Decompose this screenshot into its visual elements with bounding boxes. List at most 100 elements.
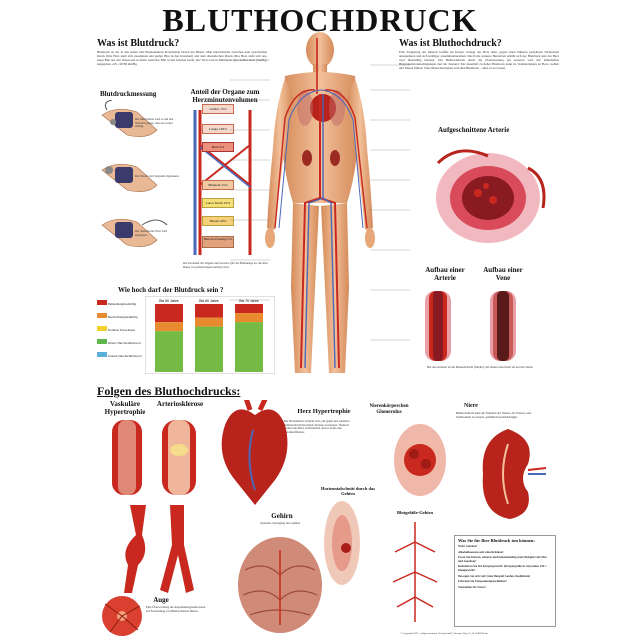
bp-limit-heading: Wie hoch darf der Blutdruck sein ? [118, 286, 224, 294]
eye-heading: Auge [153, 596, 169, 604]
chart-category-label: Bis 70 Jahre [239, 299, 259, 303]
body-label-lines [230, 59, 410, 341]
kidney-organ-icon [482, 429, 530, 519]
brain-vessels-illustration [392, 522, 438, 622]
horizontal-section-illustration [324, 501, 360, 585]
chart-bar-1-0 [195, 304, 223, 318]
measurement-note-3: Der diastolische Wert wird abgelesen. [135, 229, 168, 237]
cut-artery-heading: Aufgeschnittene Arterie [438, 126, 510, 134]
left-leg-icon [291, 203, 319, 373]
bp-legend: Behandlungsbedürftig Beobachtungsbedürft… [97, 300, 145, 358]
what-is-blood-pressure-text: Blutdruck ist der in den Adern und Herzk… [97, 50, 267, 66]
kidney-heading: Niere [464, 403, 478, 409]
brain-vessels-heading: Blutgefäße-Gehirn [397, 510, 433, 515]
organ-box-muscles: Muskeln 15% [202, 180, 234, 190]
chart-bar-2-0 [235, 304, 263, 314]
organ-box-skin: Haut und Sonstige 5% [202, 236, 234, 248]
bp-chart: Bis 50 Jahre Bis 60 Jahre Bis 70 Jahre [145, 296, 275, 374]
heart-illustration [221, 400, 288, 505]
legend-label-0: Behandlungsbedürftig [107, 302, 137, 306]
head-icon [306, 32, 334, 68]
organs-caption: Der Kreislauf der Organe und Gewebe gibt… [183, 261, 268, 269]
vein-layers-icon [490, 291, 516, 361]
sclerosis-vessel-icon [162, 420, 196, 495]
what-is-hypertension-text: Eine Steigerung der Inneren Gefäße im Kö… [399, 50, 559, 70]
brain-subheading: Arterielle Verengung des Gehirns [259, 521, 301, 525]
tip-item: Vermeiden Sie Stress! [458, 584, 486, 589]
legend-swatch-blue [97, 352, 107, 357]
right-arm-icon [347, 78, 373, 230]
vein-structure-heading: Aufbau einer Vene [483, 266, 523, 282]
left-arm-icon [267, 78, 293, 230]
aneurysm-left-icon [124, 505, 146, 593]
measurement-note-2: Der Druck wird langsam abgelassen. [135, 174, 180, 178]
artery-vein-structure [425, 291, 516, 361]
human-body-circulation-figure [265, 32, 375, 373]
chart-bar-2-1 [235, 313, 263, 323]
chart-bar-base-1 [195, 326, 223, 372]
what-is-blood-pressure-heading: Was ist Blutdruck? [97, 38, 180, 49]
legend-label-3: Oberer Durchschnittswert [107, 341, 141, 345]
organ-box-lung: Lunge 100% [202, 124, 234, 134]
tips-heading: Was Sie für Ihre Blutdruck tun können: [458, 538, 535, 543]
chart-bar-1-1 [195, 317, 223, 327]
artery-structure-heading: Aufbau einer Arterie [425, 266, 465, 282]
glomerulus-illustration [394, 424, 446, 496]
aneurysm-illustration [124, 505, 194, 593]
legend-swatch-orange [97, 313, 107, 318]
copyright: © Copyright 1997 · rüdiger-anatomie Verl… [400, 632, 488, 635]
tip-item: Essen Sie fettarm, salzarm und kalorienh… [458, 555, 547, 563]
heart-hypertrophy-heading: Herz Hypertrophie [297, 408, 351, 415]
hypertrophy-vessel-icon [112, 420, 142, 495]
tip-item: Erlernen Sie Entspannungstechniken! [458, 579, 507, 584]
legend-swatch-red [97, 300, 107, 305]
aneurysm-right-icon [160, 505, 194, 593]
heart-organ-icon [221, 409, 288, 505]
consequences-heading: Folgen des Bluthochdrucks: [97, 384, 241, 398]
arm-cuff-2-icon [101, 163, 158, 192]
measurement-illustrations [101, 100, 168, 247]
arm-cuff-1-icon [101, 100, 158, 137]
organ-box-liver: Leber Darm 25% [202, 198, 234, 208]
kidney-illustration [482, 429, 547, 519]
organ-box-kidneys: Nieren 20% [202, 216, 234, 226]
eye-text: Eine Überwachung der Augenhintergrundes … [146, 605, 206, 613]
glomerulus-heading: Nierenkörperchen Glomerulus [369, 404, 409, 415]
vessel-cross-sections [112, 420, 196, 495]
cut-artery-illustration [436, 149, 546, 243]
vascular-hypertrophy-heading: Vaskuläre Hypertrophie [104, 400, 146, 416]
legend-swatch-green [97, 339, 107, 344]
measurement-note-1: Die Manschette wird so um den Oberarm ge… [135, 117, 174, 129]
tip-item: Nicht rauchen! [458, 544, 478, 548]
tip-item: Alkoholkonsum sehr einschränken! [458, 549, 504, 554]
horizontal-section-heading: Horizontalschnitt durch das Gehirn [321, 486, 375, 496]
poster-title: BLUTHOCHDRUCK [162, 2, 478, 38]
tip-item: Bewegen Sie sich viel! (zum Beispiel Lau… [458, 573, 531, 578]
measurement-heading: Blutdruckmessung [100, 90, 157, 98]
organ-box-heart: Herz 4% [202, 142, 234, 152]
structure-caption: Bei den Arterien ist die Muskelschicht (… [427, 365, 533, 369]
legend-label-2: Normale Erwachsene [107, 328, 136, 332]
chart-bar-0-0 [155, 304, 183, 323]
legend-label-1: Beobachtungsbedürftig [107, 315, 138, 319]
chart-bar-0-1 [155, 322, 183, 332]
legend-swatch-yellow [97, 326, 107, 331]
eye-retina-icon [102, 596, 142, 636]
arm-cuff-3-icon [101, 218, 168, 247]
heart-hypertrophy-text: Der Herzmuskel verdickt sich, um gegen d… [284, 419, 350, 434]
organs-heading: Anteil der Organe zum Herzminutenvolumen [190, 88, 260, 104]
chart-category-label: Bis 50 Jahre [159, 299, 179, 303]
kidney-text: Bluthochdruck kann die Funktion der Nier… [456, 411, 531, 419]
tip-item: Reduzieren Sie Ihr Körpergewicht! (Körpe… [458, 564, 547, 572]
what-is-hypertension-heading: Was ist Bluthochdruck? [399, 38, 502, 49]
tips-box: Was Sie für Ihre Blutdruck tun können: N… [454, 535, 556, 627]
brain-heading: Gehirn [271, 512, 293, 520]
arteriosclerosis-heading: Arteriosklerose [156, 400, 204, 408]
chart-bar-base-2 [235, 322, 263, 372]
chart-category-label: Bis 60 Jahre [199, 299, 219, 303]
organ-box-brain: Gehirn 15% [202, 104, 234, 114]
artery-layers-icon [425, 291, 451, 361]
right-leg-icon [321, 203, 349, 373]
legend-label-4: Unterer Durchschnittswert [107, 354, 142, 358]
chart-bar-base-0 [155, 331, 183, 372]
